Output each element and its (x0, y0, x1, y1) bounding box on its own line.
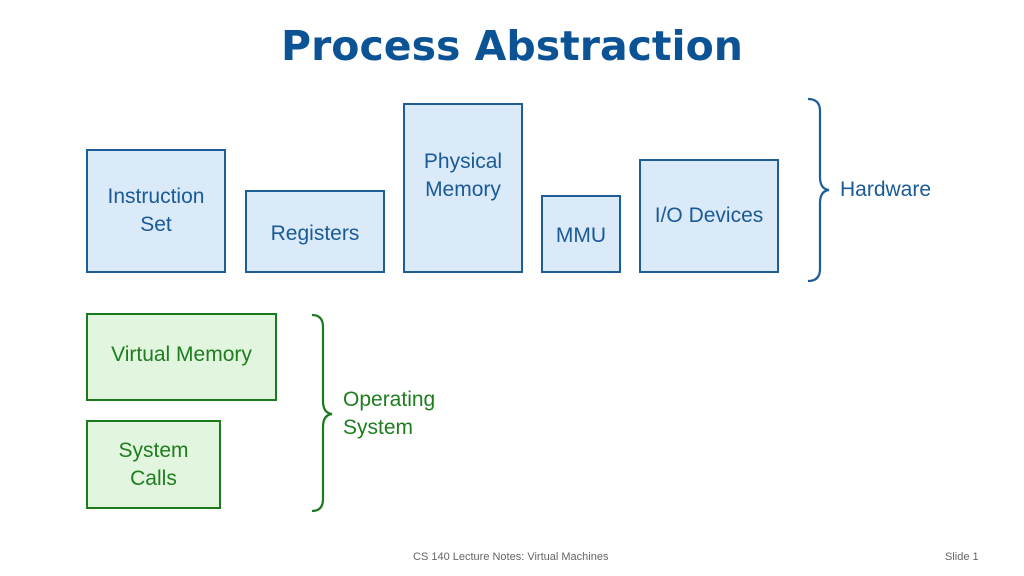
physical-memory-label-line2: Memory (425, 178, 501, 201)
os-brace-icon (311, 313, 333, 513)
operating-system-label-line1: Operating (343, 388, 436, 411)
mmu-box: MMU (541, 195, 621, 273)
footer-slide-number: Slide 1 (945, 551, 979, 563)
mmu-label: MMU (555, 224, 607, 247)
footer-course-title: CS 140 Lecture Notes: Virtual Machines (413, 551, 609, 563)
registers-label: Registers (270, 221, 360, 245)
hardware-brace-icon (807, 97, 830, 283)
virtual-memory-box: Virtual Memory (86, 313, 277, 401)
hardware-label: Hardware (840, 178, 932, 201)
virtual-memory-label: Virtual Memory (111, 343, 252, 366)
physical-memory-label-line1: Physical (423, 150, 503, 173)
operating-system-label-line2: System (343, 416, 414, 439)
instruction-set-label-line1: Instruction (107, 185, 205, 208)
io-devices-label: I/O Devices (654, 204, 764, 227)
system-calls-label-line1: System (118, 438, 189, 462)
system-calls-label-line2: Calls (130, 466, 177, 490)
slide-title: Process Abstraction (281, 22, 743, 70)
instruction-set-label-line2: Set (140, 213, 172, 236)
registers-box: Registers (245, 190, 385, 273)
io-devices-box: I/O Devices (639, 159, 779, 273)
